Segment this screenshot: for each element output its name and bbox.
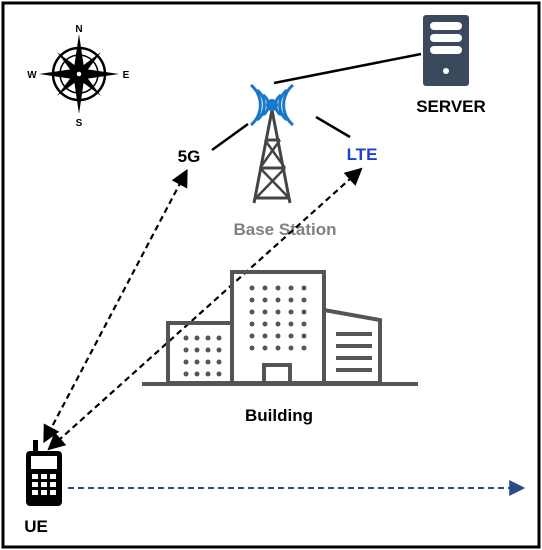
server-tower-icon bbox=[423, 15, 469, 86]
building-label: Building bbox=[245, 406, 313, 425]
link-5g-stub bbox=[211, 122, 249, 152]
server-link-line bbox=[273, 52, 422, 85]
compass-rose-icon bbox=[39, 34, 119, 114]
label-lte: LTE bbox=[347, 145, 378, 164]
mobile-phone-icon bbox=[26, 440, 62, 506]
ue-label: UE bbox=[24, 517, 48, 536]
compass-north-label: N bbox=[75, 24, 82, 35]
building-windows bbox=[183, 285, 307, 377]
compass-east-label: E bbox=[123, 70, 130, 81]
compass-south-label: S bbox=[76, 118, 83, 129]
link-lte-stub bbox=[315, 115, 351, 139]
server-label: SERVER bbox=[416, 97, 486, 116]
compass-west-label: W bbox=[27, 70, 37, 81]
city-building-icon bbox=[142, 270, 418, 386]
label-5g: 5G bbox=[178, 147, 201, 166]
